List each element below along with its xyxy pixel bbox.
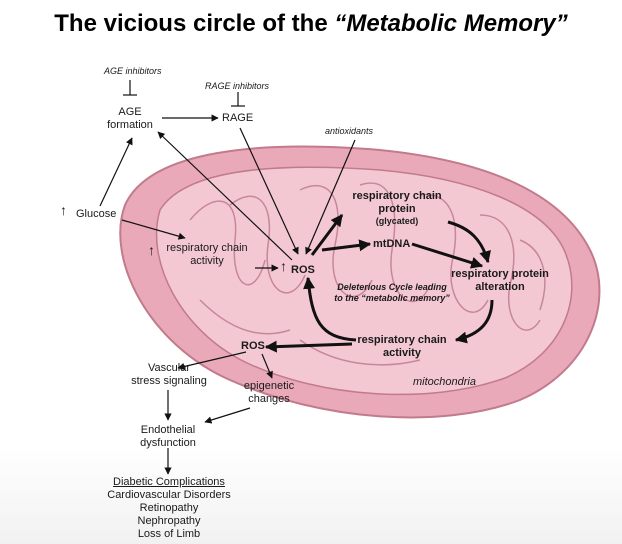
- label-age-formation-line1: AGE: [118, 106, 142, 118]
- label-deleterious-line1: Deleterious Cycle leading: [337, 282, 447, 292]
- label-ros-lower: ROS: [241, 340, 265, 352]
- label-age-formation: AGE formation: [100, 106, 160, 132]
- arrow-activity-to-ros-center: [303, 276, 357, 342]
- label-mitochondria: mitochondria: [413, 376, 476, 388]
- arrow-mtdna-to-alteration: [411, 242, 484, 269]
- label-resp-protein-alteration-line2: alteration: [475, 281, 525, 293]
- complication-item: Nephropathy: [137, 515, 201, 527]
- title-emphasis: “Metabolic Memory”: [334, 10, 568, 37]
- arrow-epigenetic-to-endothelial: [204, 407, 251, 424]
- footer-background: [0, 448, 622, 544]
- label-respchain-activity-left-line2: activity: [190, 255, 224, 267]
- arrow-ros-to-mtdna: [321, 239, 372, 252]
- label-respchain-activity-bottom: respiratory chain activity: [351, 334, 453, 360]
- label-vascular-stress: Vascular stress signaling: [126, 362, 212, 388]
- arrow-activity-to-ros-lower: [264, 340, 353, 353]
- label-endothelial-line1: Endothelial: [140, 424, 196, 436]
- label-epigenetic-line1: epigenetic: [243, 380, 295, 392]
- page-title: The vicious circle of the “Metabolic Mem…: [0, 10, 622, 38]
- label-resp-protein-alteration-line1: respiratory protein: [451, 268, 549, 280]
- arrow-glucose-to-age: [99, 137, 133, 207]
- label-deleterious-cycle: Deleterious Cycle leading to the “metabo…: [326, 282, 458, 304]
- label-ros-center: ROS: [291, 264, 315, 276]
- arrow-alteration-to-activity: [454, 299, 494, 344]
- label-respchain-protein-line1: respiratory chain: [352, 190, 442, 202]
- label-epigenetic-line2: changes: [248, 393, 290, 405]
- complications-heading: Diabetic Complications: [113, 476, 225, 488]
- ros-up-arrow: ↑: [280, 258, 287, 274]
- label-respchain-protein: respiratory chain protein (glycated): [343, 190, 451, 227]
- label-respchain-protein-line2: protein: [378, 203, 416, 215]
- label-endothelial-line2: dysfunction: [140, 437, 196, 449]
- glucose-up-arrow: ↑: [60, 202, 67, 218]
- label-respchain-activity-left-line1: respiratory chain: [166, 242, 248, 254]
- label-deleterious-line2: to the “metabolic memory”: [334, 293, 450, 303]
- label-rage-inhibitors: RAGE inhibitors: [205, 81, 270, 91]
- arrow-glucose-to-respchain: [121, 219, 186, 240]
- arrow-rage-to-ros: [239, 127, 299, 255]
- complication-item: Retinopathy: [139, 502, 199, 514]
- label-vascular-line1: Vascular: [148, 362, 190, 374]
- complication-item: Loss of Limb: [137, 528, 201, 540]
- cristae: [189, 182, 546, 366]
- label-glucose: Glucose: [76, 208, 117, 220]
- rage-inhibitor-bar: [231, 92, 245, 107]
- complication-item: Cardiovascular Disorders: [107, 489, 231, 501]
- respchain-up-arrow: ↑: [148, 242, 155, 258]
- arrow-ros-to-epigenetic: [261, 353, 273, 379]
- mitochondrion: [119, 145, 601, 419]
- label-epigenetic-changes: epigenetic changes: [238, 380, 300, 406]
- label-respchain-activity-bottom-line2: activity: [383, 347, 421, 359]
- arrow-ros-to-protein: [310, 214, 344, 256]
- label-respchain-activity-bottom-line1: respiratory chain: [357, 334, 447, 346]
- label-antioxidants: antioxidants: [325, 126, 374, 136]
- label-mtdna: mtDNA: [373, 238, 411, 250]
- complications-list: Diabetic Complications Cardiovascular Di…: [96, 476, 242, 541]
- arrow-ros-to-vascular: [177, 351, 247, 371]
- label-vascular-line2: stress signaling: [131, 375, 207, 387]
- arrow-antioxidants-to-ros: [305, 139, 356, 255]
- label-age-formation-line2: formation: [107, 119, 153, 131]
- label-glycated: (glycated): [375, 216, 419, 226]
- age-inhibitor-bar: [123, 80, 137, 96]
- label-respchain-activity-left: respiratory chain activity: [158, 242, 256, 268]
- title-prefix: The vicious circle of the: [54, 10, 335, 37]
- label-resp-protein-alteration: respiratory protein alteration: [445, 268, 555, 294]
- label-rage: RAGE: [222, 112, 254, 124]
- label-age-inhibitors: AGE inhibitors: [104, 66, 162, 76]
- arrow-ros-to-age: [157, 131, 293, 261]
- arrow-protein-to-alteration: [447, 220, 491, 264]
- label-endothelial-dysfunction: Endothelial dysfunction: [132, 424, 204, 450]
